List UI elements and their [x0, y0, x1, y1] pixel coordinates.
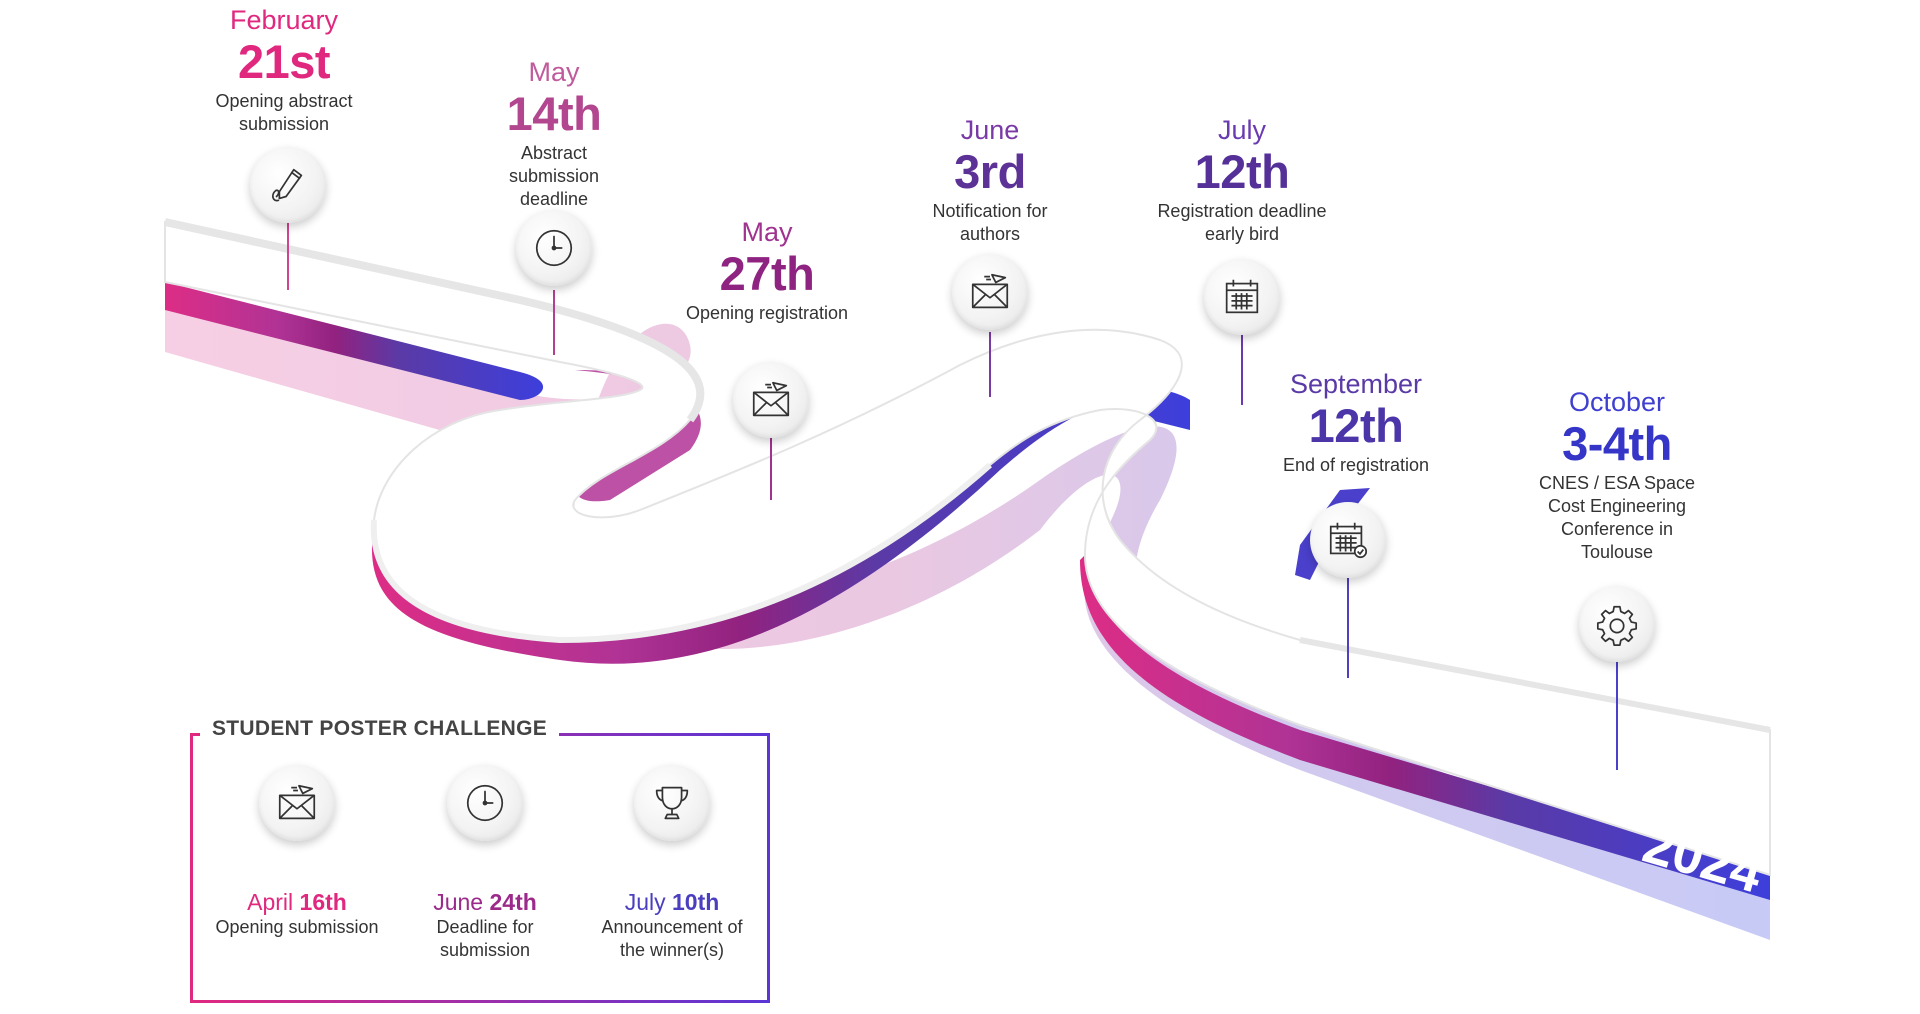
clock-icon [516, 210, 592, 286]
milestone-desc-line: Registration deadline [1157, 201, 1327, 221]
milestone-month: July [1217, 115, 1266, 145]
road-wall [165, 282, 544, 400]
milestone-may-14: May 14th Abstract submission deadline [434, 56, 674, 211]
milestone-desc-line: submission [508, 166, 600, 186]
milestone-sep-12: September 12th End of registration [1236, 368, 1476, 477]
student-item-desc-line: Announcement of [601, 917, 743, 937]
milestone-desc-line: early bird [1204, 224, 1280, 244]
calendar-check-icon [1310, 502, 1386, 578]
milestone-may-27: May 27th Opening registration [647, 216, 887, 325]
milestone-day: 21st [237, 35, 331, 88]
milestone-desc-line: submission [238, 114, 330, 134]
milestone-desc-line: Opening registration [685, 303, 849, 323]
envelope-icon [259, 765, 335, 841]
milestone-month: September [1289, 369, 1423, 399]
envelope-icon [952, 254, 1028, 330]
student-item-desc-line: the winner(s) [619, 940, 725, 960]
student-item-month: April [247, 889, 294, 915]
student-item-june-24: June 24th Deadline for submission [385, 888, 585, 962]
milestone-month: May [741, 217, 793, 247]
milestone-day: 3rd [954, 145, 1026, 198]
student-item-april-16: April 16th Opening submission [197, 888, 397, 939]
student-item-july-10: July 10th Announcement of the winner(s) [572, 888, 772, 962]
milestone-july-12: July 12th Registration deadline early bi… [1122, 114, 1362, 246]
milestone-june-3: June 3rd Notification for authors [870, 114, 1110, 246]
milestone-desc-line: deadline [519, 189, 589, 209]
student-challenge-title: STUDENT POSTER CHALLENGE [200, 717, 560, 741]
pen-icon [250, 147, 326, 223]
milestone-desc-line: Toulouse [1580, 542, 1654, 562]
milestone-desc-line: CNES / ESA Space [1538, 473, 1696, 493]
envelope-icon [733, 362, 809, 438]
milestone-feb-21: February 21st Opening abstract submissio… [164, 4, 404, 136]
milestone-month: June [960, 115, 1020, 145]
milestone-month: February [229, 5, 339, 35]
student-item-month: June [433, 889, 484, 915]
milestone-desc-line: Cost Engineering [1547, 496, 1687, 516]
student-item-day: 24th [489, 889, 537, 915]
calendar-icon [1204, 259, 1280, 335]
student-item-desc-line: Deadline for [436, 917, 534, 937]
trophy-icon [634, 765, 710, 841]
milestone-oct-3-4: October 3-4th CNES / ESA Space Cost Engi… [1497, 386, 1737, 564]
student-item-day: 10th [672, 889, 720, 915]
milestone-day: 14th [506, 87, 602, 140]
milestone-desc-line: Opening abstract [215, 91, 353, 111]
student-item-desc-line: submission [439, 940, 531, 960]
milestone-desc-line: End of registration [1282, 455, 1430, 475]
milestone-day: 12th [1194, 145, 1290, 198]
milestone-day: 3-4th [1562, 417, 1672, 470]
milestone-desc-line: Notification for [932, 201, 1048, 221]
milestone-month: May [528, 57, 580, 87]
student-item-day: 16th [299, 889, 347, 915]
student-item-month: July [624, 889, 666, 915]
milestone-desc-line: Conference in [1560, 519, 1674, 539]
milestone-day: 27th [719, 247, 815, 300]
gear-icon [1579, 586, 1655, 662]
milestone-desc-line: Abstract [520, 143, 588, 163]
milestone-day: 12th [1308, 399, 1404, 452]
milestone-desc-line: authors [959, 224, 1021, 244]
student-item-desc-line: Opening submission [215, 917, 379, 937]
clock-icon [447, 765, 523, 841]
milestone-month: October [1568, 387, 1666, 417]
